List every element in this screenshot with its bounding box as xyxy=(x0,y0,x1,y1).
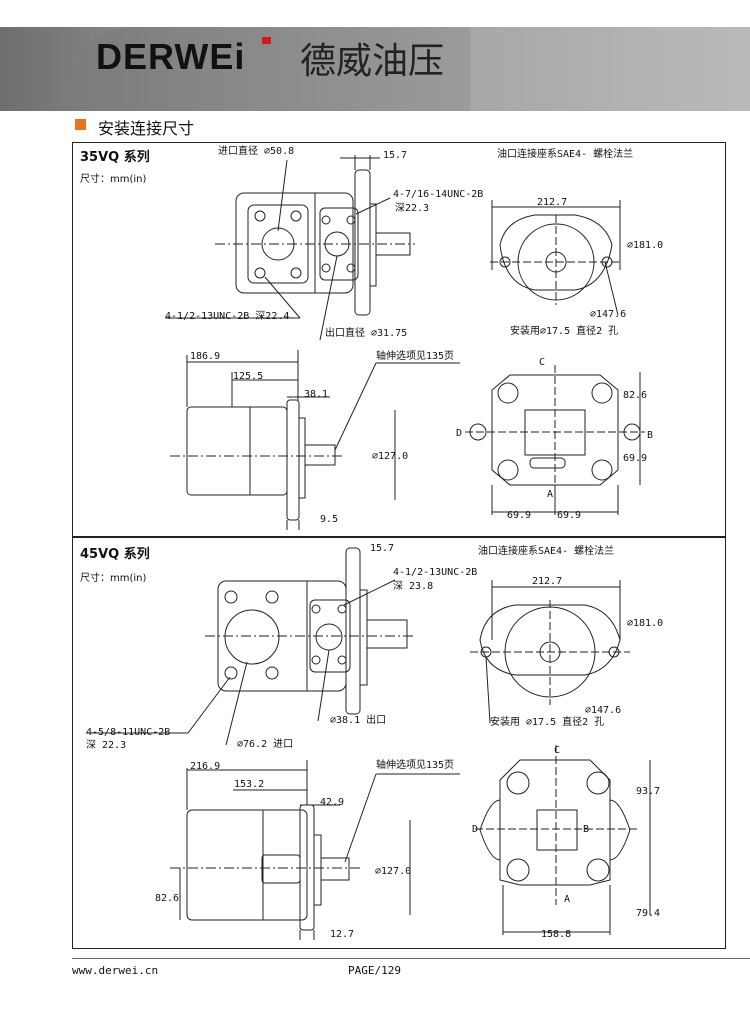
port-d: D xyxy=(456,428,463,439)
section-marker-icon xyxy=(75,119,86,130)
flange-d2: ⌀147.6 xyxy=(585,705,622,716)
height-1: 82.6 xyxy=(623,390,648,401)
center-height: 82.6 xyxy=(155,893,180,904)
width-2: 69.9 xyxy=(557,510,582,521)
flange-d1: ⌀181.0 xyxy=(627,240,664,251)
series-title-45vq: 45VQ 系列 xyxy=(80,547,150,562)
mount-holes-label: 安装用 ⌀17.5 直径2 孔 xyxy=(490,717,605,728)
port-c: C xyxy=(554,745,561,756)
length-1: 186.9 xyxy=(190,351,221,362)
outlet-diameter-label: 出口直径 ⌀31.75 xyxy=(325,328,408,339)
inlet-diameter-label: 进口直径 ⌀50.8 xyxy=(218,146,295,157)
width: 158.8 xyxy=(541,929,572,940)
mount-holes-label: 安装用⌀17.5 直径2 孔 xyxy=(510,326,619,337)
45vq-end-view xyxy=(475,745,651,935)
inlet-thread-label: 4-5/8-11UNC-2B xyxy=(86,727,171,738)
35vq-flange-view xyxy=(490,200,621,316)
inlet-depth-label: 深 22.3 xyxy=(86,740,127,751)
section-title: 安装连接尺寸 xyxy=(98,119,195,138)
outlet-diameter-label: ⌀38.1 出口 xyxy=(330,715,387,726)
height-2: 69.9 xyxy=(623,453,648,464)
flange-width: 212.7 xyxy=(532,576,563,587)
port-c: C xyxy=(539,357,546,368)
unit-label: 尺寸：mm(in) xyxy=(80,573,147,584)
pilot-thickness: 9.5 xyxy=(320,514,339,525)
length-2: 153.2 xyxy=(234,779,265,790)
35vq-top-view xyxy=(165,155,415,341)
outlet-depth-label: 深22.3 xyxy=(395,203,430,214)
pilot-thickness: 12.7 xyxy=(330,929,355,940)
flange-thickness-label: 15.7 xyxy=(370,543,395,554)
outlet-depth-label: 深 23.8 xyxy=(393,581,434,592)
outlet-thread-label: 4-7/16-14UNC-2B xyxy=(393,189,484,200)
section-divider xyxy=(72,536,726,538)
shaft-note: 轴伸选项见135页 xyxy=(376,351,455,362)
width-1: 69.9 xyxy=(507,510,532,521)
35vq-side-view xyxy=(170,350,460,530)
length-3: 42.9 xyxy=(320,797,345,808)
flange-d2: ⌀147.6 xyxy=(590,309,627,320)
logo-red-dot xyxy=(262,37,271,44)
outlet-thread-label: 4-1/2-13UNC-2B xyxy=(393,567,478,578)
drawing-frame xyxy=(72,142,726,949)
flange-width: 212.7 xyxy=(537,197,568,208)
inlet-diameter-label: ⌀76.2 进口 xyxy=(237,739,294,750)
flange-title: 油口连接座系SAE4- 螺栓法兰 xyxy=(478,546,615,557)
45vq-top-view xyxy=(86,547,415,746)
page-number: PAGE/129 xyxy=(348,964,401,977)
height-2: 79.4 xyxy=(636,908,661,919)
flange-thickness-label: 15.7 xyxy=(383,150,408,161)
port-a: A xyxy=(547,489,554,500)
pilot-diameter: ⌀127.0 xyxy=(375,866,412,877)
length-2: 125.5 xyxy=(233,371,264,382)
brand-logo-cn: 德威油压 xyxy=(300,41,445,82)
shaft-note: 轴伸选项见135页 xyxy=(376,760,455,771)
length-1: 216.9 xyxy=(190,761,221,772)
series-title-35vq: 35VQ 系列 xyxy=(80,150,150,165)
inlet-thread-label: 4-1/2-13UNC-2B 深22.4 xyxy=(165,311,290,322)
45vq-side-view xyxy=(170,760,460,940)
45vq-flange-view xyxy=(470,580,630,724)
port-a: A xyxy=(564,894,571,905)
port-d: D xyxy=(472,824,479,835)
brand-logo: DERWEi xyxy=(96,36,246,77)
port-b: B xyxy=(647,430,654,441)
unit-label: 尺寸：mm(in) xyxy=(80,174,147,185)
length-3: 38.1 xyxy=(304,389,329,400)
pilot-diameter: ⌀127.0 xyxy=(372,451,409,462)
footer-line xyxy=(72,958,750,959)
height-1: 93.7 xyxy=(636,786,661,797)
footer-url[interactable]: www.derwei.cn xyxy=(72,964,159,977)
port-b: B xyxy=(583,824,590,835)
35vq-end-view xyxy=(465,365,645,515)
flange-d1: ⌀181.0 xyxy=(627,618,664,629)
flange-title: 油口连接座系SAE4- 螺栓法兰 xyxy=(497,149,634,160)
